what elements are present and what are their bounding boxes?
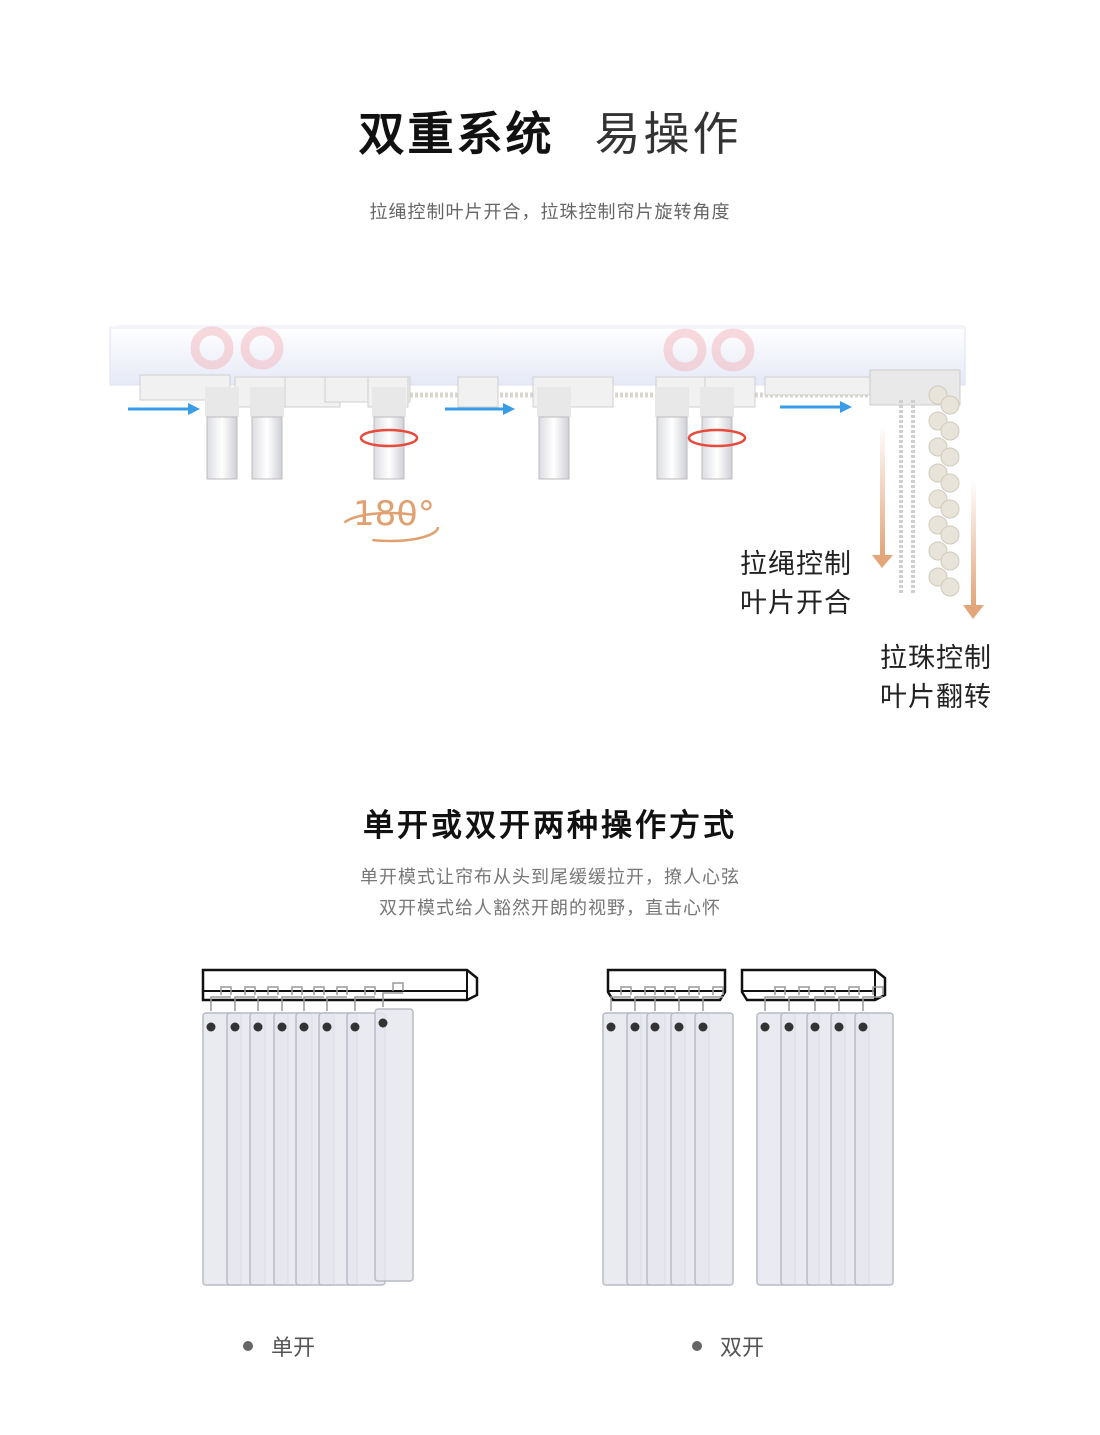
callout-beads-line1: 拉珠控制 <box>880 643 992 674</box>
slats <box>202 982 414 1286</box>
callout-bead-chain: 拉珠控制 叶片翻转 <box>880 639 992 717</box>
pulley-wheels <box>190 326 755 372</box>
rail-left <box>606 968 727 1002</box>
pull-cord <box>899 400 915 595</box>
option-double-open: 双开 <box>692 1330 764 1362</box>
slat <box>854 986 894 1286</box>
rotation-ring-icon <box>340 511 440 543</box>
slat <box>374 982 414 1282</box>
rail-right <box>740 968 887 1002</box>
desc-line-1: 单开模式让帘布从头到尾缓缓拉开，撩人心弦 <box>360 867 740 888</box>
single-open-diagram <box>201 968 479 1286</box>
callout-cord-line1: 拉绳控制 <box>740 549 852 580</box>
section-title: 双重系统易操作 <box>0 98 1100 164</box>
section-subtitle: 拉绳控制叶片开合，拉珠控制帘片旋转角度 <box>369 202 731 223</box>
option-label: 单开 <box>271 1336 316 1361</box>
callout-beads-line2: 叶片翻转 <box>880 682 992 713</box>
callout-cord-line2: 叶片开合 <box>740 588 852 619</box>
rotation-angle-label: 180° <box>353 494 435 534</box>
double-open-diagram <box>602 968 894 1286</box>
rotation-arrow-icons <box>359 428 747 448</box>
option-single-open: 单开 <box>243 1330 315 1362</box>
track-illustration <box>109 325 984 619</box>
track-rail <box>109 326 966 386</box>
rail <box>201 968 479 1002</box>
orange-down-arrow-icons <box>872 425 984 619</box>
desc-line-2: 双开模式给人豁然开朗的视野，直击心怀 <box>379 898 721 919</box>
bullet-icon <box>243 1341 253 1351</box>
slats <box>602 986 894 1286</box>
option-label: 双开 <box>720 1336 765 1361</box>
blue-arrow-icons <box>128 401 852 415</box>
title-light: 易操作 <box>594 107 742 161</box>
title-bold: 双重系统 <box>358 107 555 161</box>
section2-description: 单开模式让帘布从头到尾缓缓拉开，撩人心弦 双开模式给人豁然开朗的视野，直击心怀 <box>0 862 1100 924</box>
callout-pull-cord: 拉绳控制 叶片开合 <box>740 545 852 623</box>
bullet-icon <box>692 1341 702 1351</box>
bead-chain <box>928 385 960 597</box>
slat <box>694 986 734 1286</box>
section2-title: 单开或双开两种操作方式 <box>363 808 737 844</box>
hooks <box>205 387 734 480</box>
